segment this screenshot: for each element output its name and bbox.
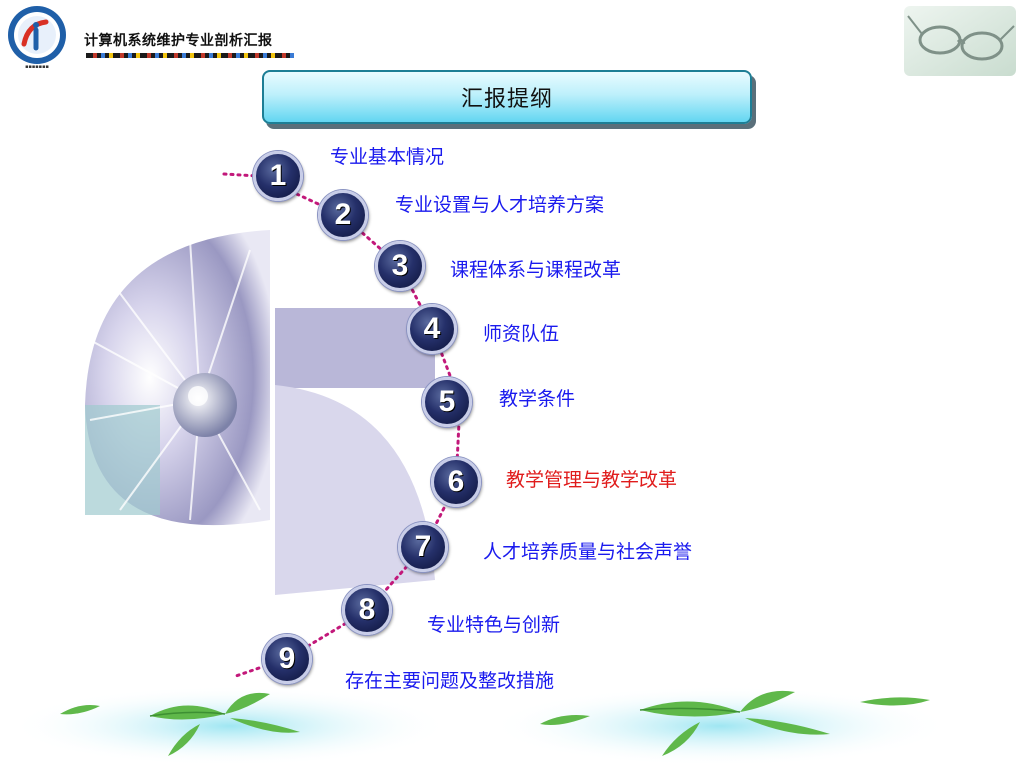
step-number: 3	[391, 249, 409, 282]
leaves-decoration	[10, 686, 950, 766]
outline-item-6[interactable]: 教学管理与教学改革	[506, 469, 678, 491]
step-number: 1	[269, 159, 287, 192]
step-number: 8	[358, 593, 376, 626]
outline-item-4[interactable]: 师资队伍	[483, 323, 560, 345]
school-logo-icon	[8, 6, 66, 64]
school-name-text: ▪▪▪▪▪▪▪	[25, 64, 49, 70]
step-number: 2	[334, 198, 352, 231]
header-title: 计算机系统维护专业剖析汇报	[84, 33, 273, 49]
step-4-circle: 4	[407, 304, 457, 354]
outline-title: 汇报提纲	[460, 87, 553, 112]
outline-item-1[interactable]: 专业基本情况	[330, 146, 445, 168]
step-8-circle: 8	[342, 585, 392, 635]
outline-item-8[interactable]: 专业特色与创新	[427, 614, 561, 636]
outline-item-3[interactable]: 课程体系与课程改革	[450, 259, 622, 281]
step-number: 7	[414, 530, 432, 563]
turbine-image	[85, 230, 435, 595]
step-5-circle: 5	[422, 377, 472, 427]
step-number: 6	[447, 465, 465, 498]
step-3-circle: 3	[375, 241, 425, 291]
step-6-circle: 6	[431, 457, 481, 507]
step-number: 4	[423, 312, 441, 345]
outline-item-5[interactable]: 教学条件	[499, 388, 576, 410]
outline-item-7[interactable]: 人才培养质量与社会声誉	[483, 541, 693, 563]
step-2-circle: 2	[318, 190, 368, 240]
step-number: 9	[278, 642, 296, 675]
step-7-circle: 7	[398, 522, 448, 572]
step-number: 5	[438, 385, 456, 418]
header-divider	[86, 53, 294, 58]
outline-item-2[interactable]: 专业设置与人才培养方案	[395, 194, 605, 216]
glasses-icon	[904, 6, 1016, 76]
outline-item-9[interactable]: 存在主要问题及整改措施	[345, 670, 555, 692]
step-9-circle: 9	[262, 634, 312, 684]
outline-title-box: 汇报提纲	[262, 70, 752, 124]
step-1-circle: 1	[253, 151, 303, 201]
